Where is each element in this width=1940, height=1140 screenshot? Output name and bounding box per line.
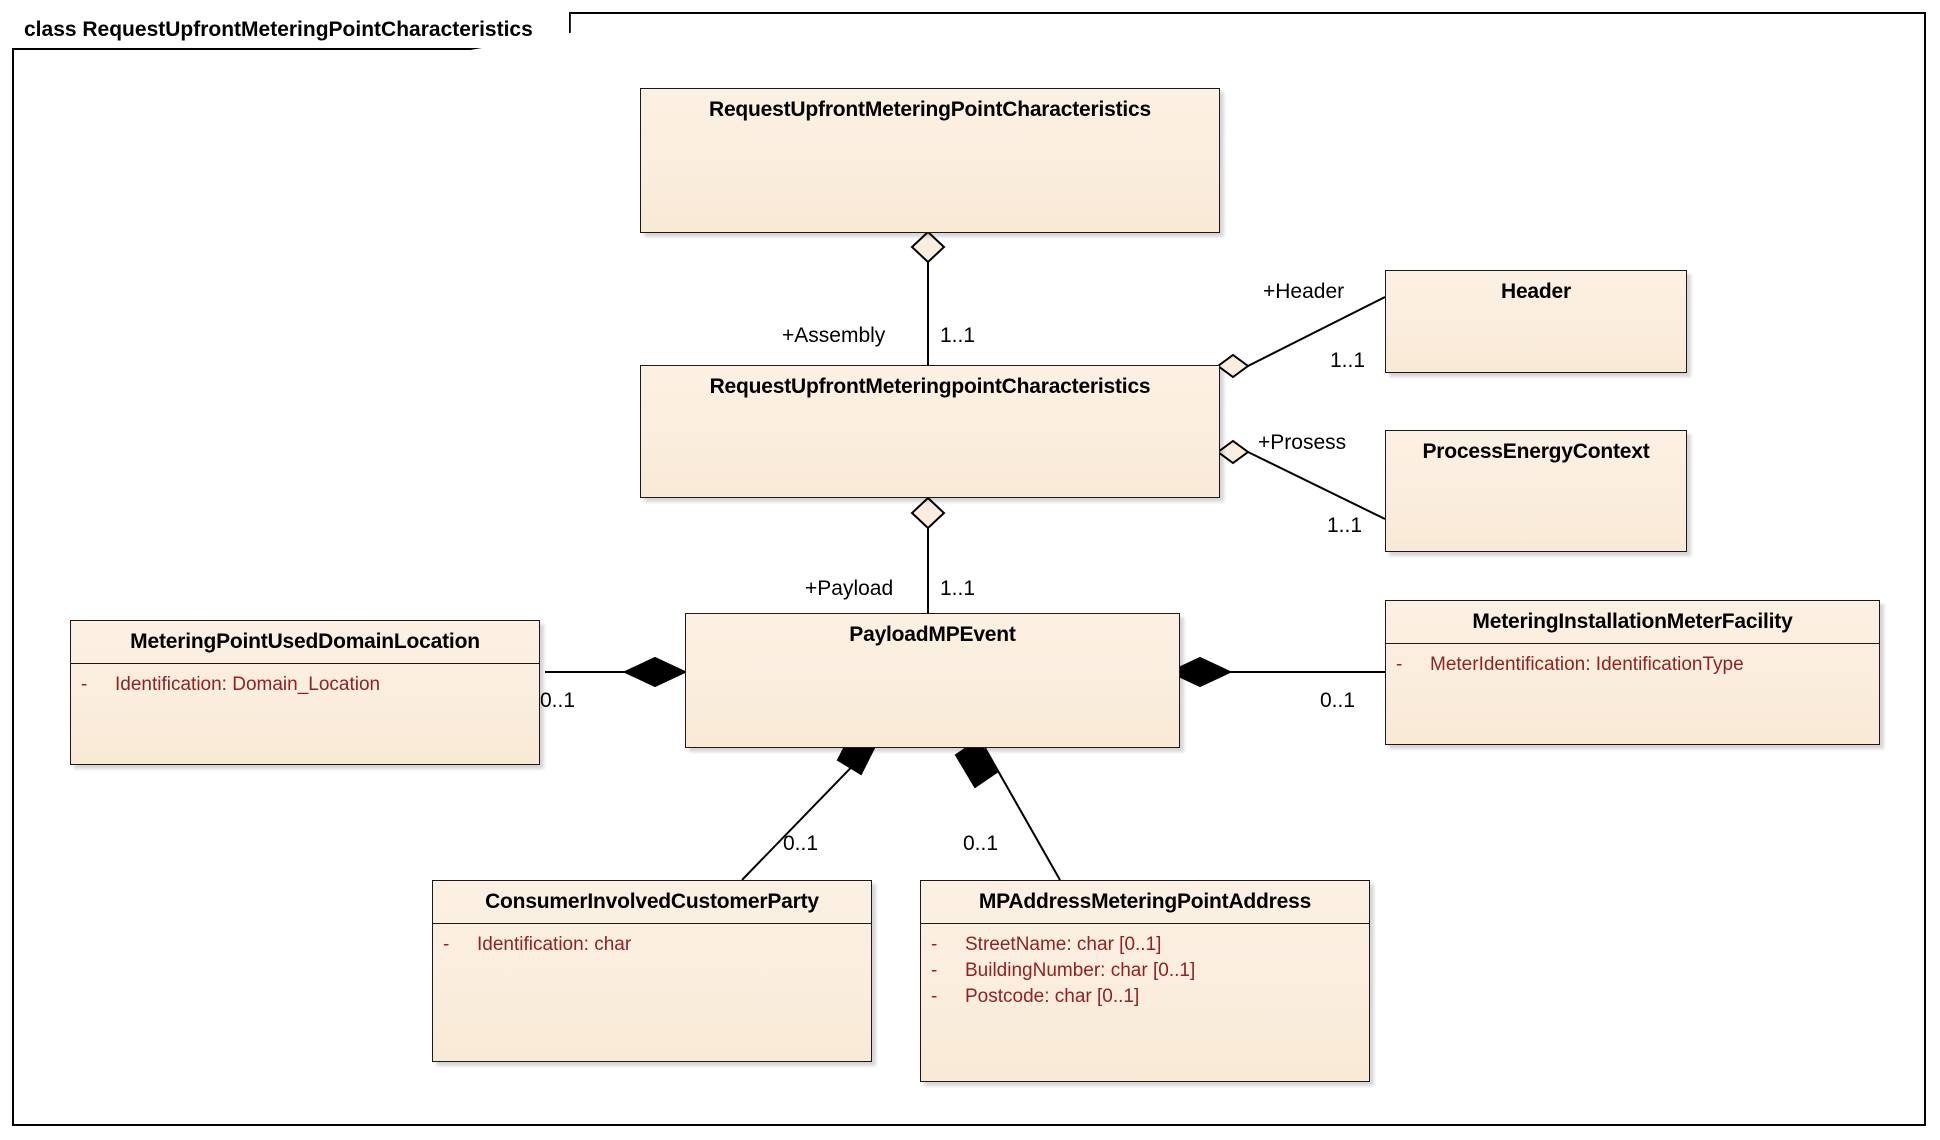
- class-box-request-upfront-metering-point-characteristics[interactable]: RequestUpfrontMeteringPointCharacteristi…: [640, 88, 1220, 233]
- class-box-process-energy-context[interactable]: ProcessEnergyContext: [1385, 430, 1687, 552]
- attribute-list: - StreetName: char [0..1] - BuildingNumb…: [921, 924, 1369, 1017]
- visibility-marker: -: [81, 674, 88, 695]
- association-role-payload: +Payload: [805, 577, 894, 600]
- association-role-process: +Prosess: [1258, 431, 1347, 454]
- visibility-marker: -: [443, 934, 450, 955]
- attribute-text: Identification: Domain_Location: [115, 674, 381, 695]
- association-multiplicity-payload: 1..1: [940, 577, 976, 600]
- attribute-text: MeterIdentification: IdentificationType: [1430, 654, 1744, 675]
- attribute-row: - MeterIdentification: IdentificationTyp…: [1396, 652, 1869, 678]
- visibility-marker: -: [931, 986, 938, 1008]
- class-title: MPAddressMeteringPointAddress: [921, 881, 1369, 924]
- class-box-mp-address-metering-point-address[interactable]: MPAddressMeteringPointAddress - StreetNa…: [920, 880, 1370, 1082]
- visibility-marker: -: [931, 934, 938, 955]
- association-multiplicity-customer-party: 0..1: [783, 832, 819, 855]
- class-box-request-upfront-meteringpoint-characteristics[interactable]: RequestUpfrontMeteringpointCharacteristi…: [640, 365, 1220, 498]
- association-multiplicity-header: 1..1: [1330, 349, 1366, 372]
- class-box-metering-installation-meter-facility[interactable]: MeteringInstallationMeterFacility - Mete…: [1385, 600, 1880, 745]
- class-title: ProcessEnergyContext: [1422, 440, 1650, 463]
- attribute-text: BuildingNumber: char [0..1]: [965, 960, 1196, 982]
- attribute-row: - StreetName: char [0..1]: [931, 932, 1359, 958]
- attribute-row: - Identification: char: [443, 932, 861, 958]
- class-box-consumer-involved-customer-party[interactable]: ConsumerInvolvedCustomerParty - Identifi…: [432, 880, 872, 1062]
- class-title: RequestUpfrontMeteringpointCharacteristi…: [709, 375, 1151, 398]
- attribute-text: Identification: char: [477, 934, 632, 955]
- attribute-list: - Identification: Domain_Location: [71, 664, 539, 704]
- diagram-frame: [12, 12, 1926, 1126]
- attribute-row: - Identification: Domain_Location: [81, 672, 529, 698]
- class-title: RequestUpfrontMeteringPointCharacteristi…: [708, 98, 1151, 121]
- class-title: Header: [1500, 280, 1571, 303]
- attribute-list: - MeterIdentification: IdentificationTyp…: [1386, 644, 1879, 684]
- association-multiplicity-assembly: 1..1: [940, 324, 976, 347]
- attribute-row: - BuildingNumber: char [0..1]: [931, 958, 1359, 984]
- diagram-frame-label: class RequestUpfrontMeteringPointCharact…: [24, 18, 533, 41]
- association-role-assembly: +Assembly: [782, 324, 886, 347]
- diagram-frame-title: class RequestUpfrontMeteringPointCharact…: [12, 12, 571, 50]
- association-multiplicity-meter-facility: 0..1: [1320, 689, 1356, 712]
- class-box-payload-mp-event[interactable]: PayloadMPEvent: [685, 613, 1180, 748]
- visibility-marker: -: [1396, 654, 1403, 675]
- attribute-list: - Identification: char: [433, 924, 871, 964]
- attribute-text: StreetName: char [0..1]: [965, 934, 1162, 955]
- association-role-header: +Header: [1263, 280, 1345, 303]
- association-multiplicity-domain-location: 0..1: [540, 689, 576, 712]
- attribute-row: - Postcode: char [0..1]: [931, 984, 1359, 1010]
- visibility-marker: -: [931, 960, 938, 982]
- class-box-header[interactable]: Header: [1385, 270, 1687, 373]
- class-title: MeteringPointUsedDomainLocation: [71, 621, 539, 664]
- class-box-metering-point-used-domain-location[interactable]: MeteringPointUsedDomainLocation - Identi…: [70, 620, 540, 765]
- association-multiplicity-mp-address: 0..1: [963, 832, 999, 855]
- association-multiplicity-process: 1..1: [1327, 514, 1363, 537]
- attribute-text: Postcode: char [0..1]: [965, 986, 1140, 1008]
- class-title: ConsumerInvolvedCustomerParty: [433, 881, 871, 924]
- class-title: MeteringInstallationMeterFacility: [1386, 601, 1879, 644]
- class-title: PayloadMPEvent: [849, 623, 1016, 646]
